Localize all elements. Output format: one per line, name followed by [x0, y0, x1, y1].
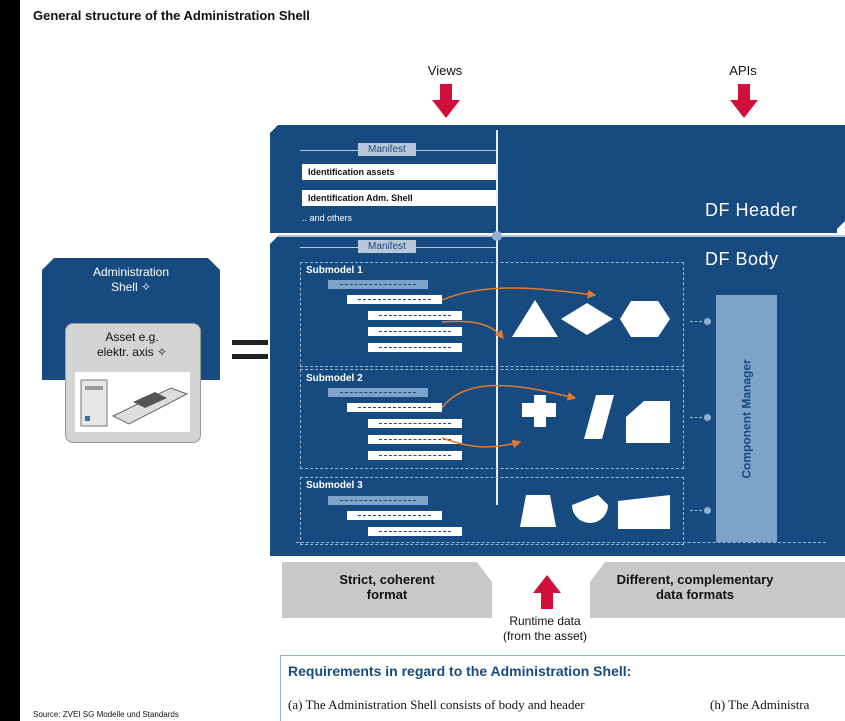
submodel-1-bar	[368, 343, 462, 352]
submodel-2-bar	[347, 403, 442, 412]
identification-assets-row: Identification assets	[302, 164, 497, 180]
asset-line1: Asset e.g.	[105, 330, 159, 344]
requirement-h: (h) The Administra	[710, 697, 810, 712]
requirements-box	[280, 655, 845, 721]
connector-2	[690, 417, 702, 418]
and-others-text: .. and others	[302, 213, 353, 223]
submodel-2-title: Submodel 2	[306, 373, 363, 384]
df-header-label: DF Header	[705, 200, 798, 220]
triangle-shape	[512, 300, 558, 337]
submodel-1-bar	[347, 295, 442, 304]
different-formats-label: Different, complementary data formats	[595, 572, 795, 602]
header-body-divider	[278, 235, 845, 237]
submodel-3-title: Submodel 3	[306, 480, 363, 491]
strict-format-label: Strict, coherent format	[282, 572, 492, 602]
header-manifest-label: Manifest	[358, 143, 416, 156]
axis-intersection-dot	[492, 231, 502, 241]
submodel-2-bar	[368, 419, 462, 428]
equals-bar-bottom	[232, 354, 268, 359]
submodel-3-box	[300, 477, 684, 545]
submodel-1-title: Submodel 1	[306, 265, 363, 276]
body-manifest-label: Manifest	[358, 240, 416, 253]
submodel-2-box	[300, 369, 684, 469]
figure-title: General structure of the Administration …	[33, 8, 310, 23]
connector-dot	[704, 318, 711, 325]
slanted-rect-shape	[618, 495, 670, 529]
submodel-1-box	[300, 262, 684, 367]
equals-bar-top	[232, 340, 268, 345]
diamond-shape	[561, 303, 613, 335]
apis-label: APIs	[729, 63, 757, 78]
different-line2: data formats	[655, 587, 735, 602]
asset-label: Asset e.g. elektr. axis ✧	[65, 330, 199, 360]
strict-line2: format	[366, 587, 408, 602]
different-line1: Different, complementary	[616, 572, 774, 587]
connector-3	[690, 510, 702, 511]
mapping-arrows	[441, 287, 597, 449]
rounded-shape	[572, 495, 608, 523]
parallelogram-shape	[584, 395, 614, 439]
trapezoid-shape	[520, 495, 556, 527]
strict-format-shape	[282, 562, 492, 618]
submodel-3-bar	[347, 511, 442, 520]
requirements-title: Requirements in regard to the Administra…	[288, 663, 632, 679]
electric-axis-image	[75, 372, 190, 432]
submodel-2-bar	[368, 451, 462, 460]
submodel-2-bar	[368, 435, 462, 444]
component-manager-box	[716, 295, 777, 542]
submodel-3-bar	[368, 527, 462, 536]
asset-line2: elektr. axis ✧	[96, 345, 168, 359]
source-note: Source: ZVEI SG Modelle und Standards	[33, 710, 179, 719]
vertical-axis-line	[496, 130, 498, 505]
submodel-3-bar	[328, 496, 428, 505]
data-format-shapes	[512, 300, 670, 529]
body-bottom-dash	[296, 542, 826, 543]
requirement-a: (a) The Administration Shell consists of…	[288, 697, 585, 712]
administration-shell-label: Administration Shell ✧	[42, 265, 220, 295]
admin-shell-line2: Shell ✧	[110, 280, 152, 294]
connector-dot	[704, 414, 711, 421]
submodel-1-bar	[368, 311, 462, 320]
submodel-1-bar	[328, 280, 428, 289]
submodel-1-bar	[368, 327, 462, 336]
connector-dot	[704, 507, 711, 514]
connector-1	[690, 321, 702, 322]
admin-shell-line1: Administration	[92, 265, 170, 279]
document-page: General structure of the Administration …	[20, 0, 845, 721]
runtime-line2: (from the asset)	[502, 629, 588, 643]
submodel-2-bar	[328, 388, 428, 397]
identification-admshell-row: Identification Adm. Shell	[302, 190, 497, 206]
runtime-data-label: Runtime data (from the asset)	[475, 614, 615, 644]
views-label: Views	[427, 63, 463, 78]
runtime-arrow-icon	[533, 575, 561, 609]
runtime-line1: Runtime data	[509, 614, 581, 628]
apis-arrow-icon	[730, 84, 758, 118]
views-arrow-icon	[432, 84, 460, 118]
df-body-label: DF Body	[705, 249, 779, 269]
cross-shape	[522, 395, 556, 427]
hexagon-shape	[620, 301, 670, 337]
different-formats-shape	[590, 562, 845, 618]
component-manager-label: Component Manager	[739, 358, 754, 479]
strict-line1: Strict, coherent	[339, 572, 435, 587]
component-manager-label-wrap: Component Manager	[716, 295, 777, 542]
cutcorner-shape	[626, 401, 670, 443]
